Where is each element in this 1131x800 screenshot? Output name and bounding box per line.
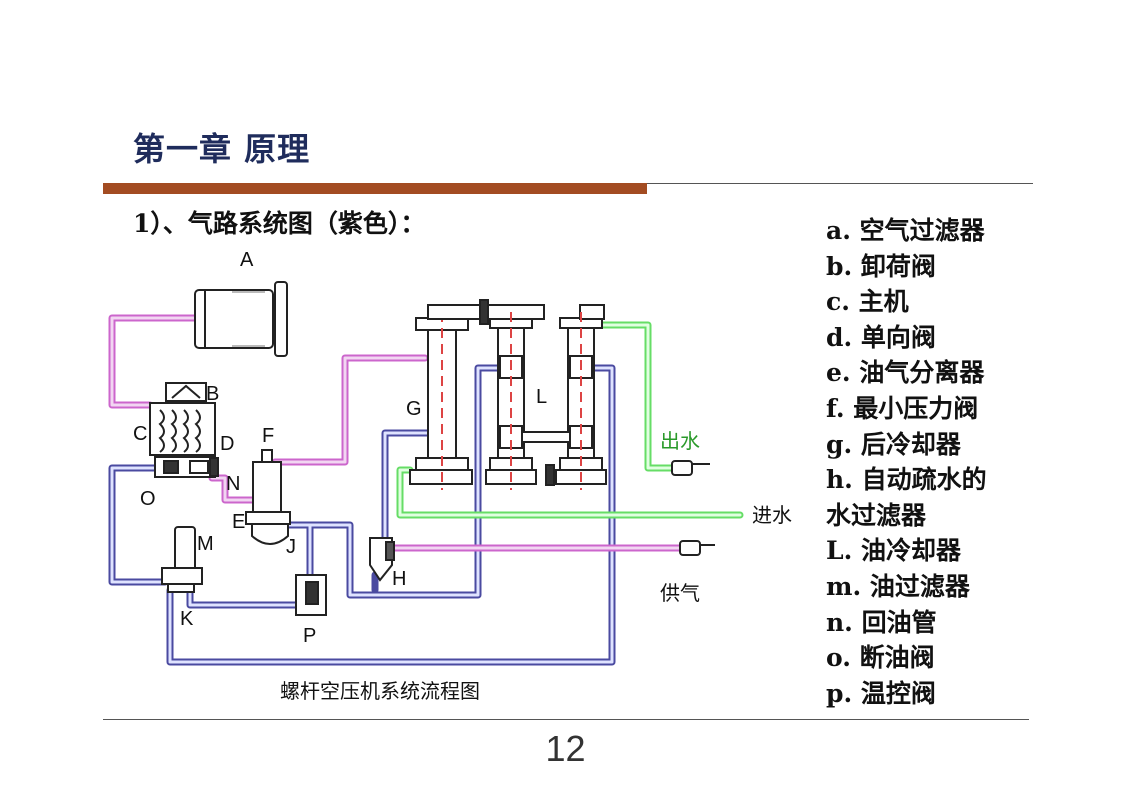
aftercooler-g bbox=[409, 299, 489, 490]
label-b: B bbox=[206, 383, 219, 405]
legend-item: n. 回油管 bbox=[826, 607, 937, 637]
section-subtitle: 1）、气路系统图（紫色）： bbox=[133, 209, 426, 238]
label-g: G bbox=[406, 398, 422, 420]
label-j: J bbox=[286, 536, 296, 558]
legend-item: h. 自动疏水的 bbox=[826, 465, 987, 495]
thermostatic-valve-p bbox=[295, 574, 327, 616]
label-air-supply: 供气 bbox=[660, 581, 700, 605]
water-pipes bbox=[396, 321, 744, 519]
page-number: 12 bbox=[545, 728, 586, 769]
label-m: M bbox=[197, 533, 214, 555]
label-k: K bbox=[180, 608, 194, 630]
page-title: 第一章 原理 bbox=[133, 130, 311, 168]
oil-cooler-l bbox=[485, 304, 607, 490]
drain-filter-h bbox=[369, 537, 395, 582]
label-o: O bbox=[140, 488, 156, 510]
legend-item: L. 油冷却器 bbox=[826, 536, 961, 566]
legend-item: a. 空气过滤器 bbox=[826, 216, 985, 245]
legend-item: m. 油过滤器 bbox=[826, 571, 970, 601]
component-legend: a. 空气过滤器 b. 卸荷阀 c. 主机 d. 单向阀 e. 油气分离器 f.… bbox=[826, 213, 1026, 711]
footer-divider bbox=[103, 719, 1029, 720]
legend-item: g. 后冷却器 bbox=[826, 429, 961, 459]
label-water-in: 进水 bbox=[752, 503, 792, 527]
legend-item: c. 主机 bbox=[826, 287, 909, 317]
legend-item: b. 卸荷阀 bbox=[826, 251, 936, 281]
separator-e bbox=[245, 449, 291, 545]
legend-item: d. 单向阀 bbox=[826, 322, 936, 352]
label-c: C bbox=[133, 423, 147, 445]
title-divider-line bbox=[647, 183, 1033, 184]
label-water-out: 出水 bbox=[660, 429, 700, 453]
label-l: L bbox=[536, 386, 547, 408]
label-a: A bbox=[240, 249, 254, 271]
legend-item: o. 断油阀 bbox=[826, 643, 935, 673]
outlet-fittings bbox=[671, 460, 715, 556]
legend-item: f. 最小压力阀 bbox=[826, 393, 979, 423]
label-n: N bbox=[226, 473, 240, 495]
legend-item: p. 温控阀 bbox=[826, 678, 936, 708]
label-h: H bbox=[392, 568, 406, 590]
air-pipes bbox=[108, 314, 684, 552]
title-underline-bar bbox=[103, 183, 647, 194]
oil-pipes bbox=[108, 364, 616, 666]
oil-filter-m bbox=[161, 526, 203, 593]
legend-item: e. 油气分离器 bbox=[826, 358, 985, 388]
diagram-caption: 螺杆空压机系统流程图 bbox=[280, 679, 480, 703]
air-filter-a bbox=[194, 281, 288, 357]
label-d: D bbox=[220, 433, 234, 455]
compressor-main-c bbox=[149, 382, 219, 478]
label-e: E bbox=[232, 511, 245, 533]
legend-item: 水过滤器 bbox=[826, 500, 927, 530]
label-p: P bbox=[303, 625, 316, 647]
label-f: F bbox=[262, 425, 274, 447]
